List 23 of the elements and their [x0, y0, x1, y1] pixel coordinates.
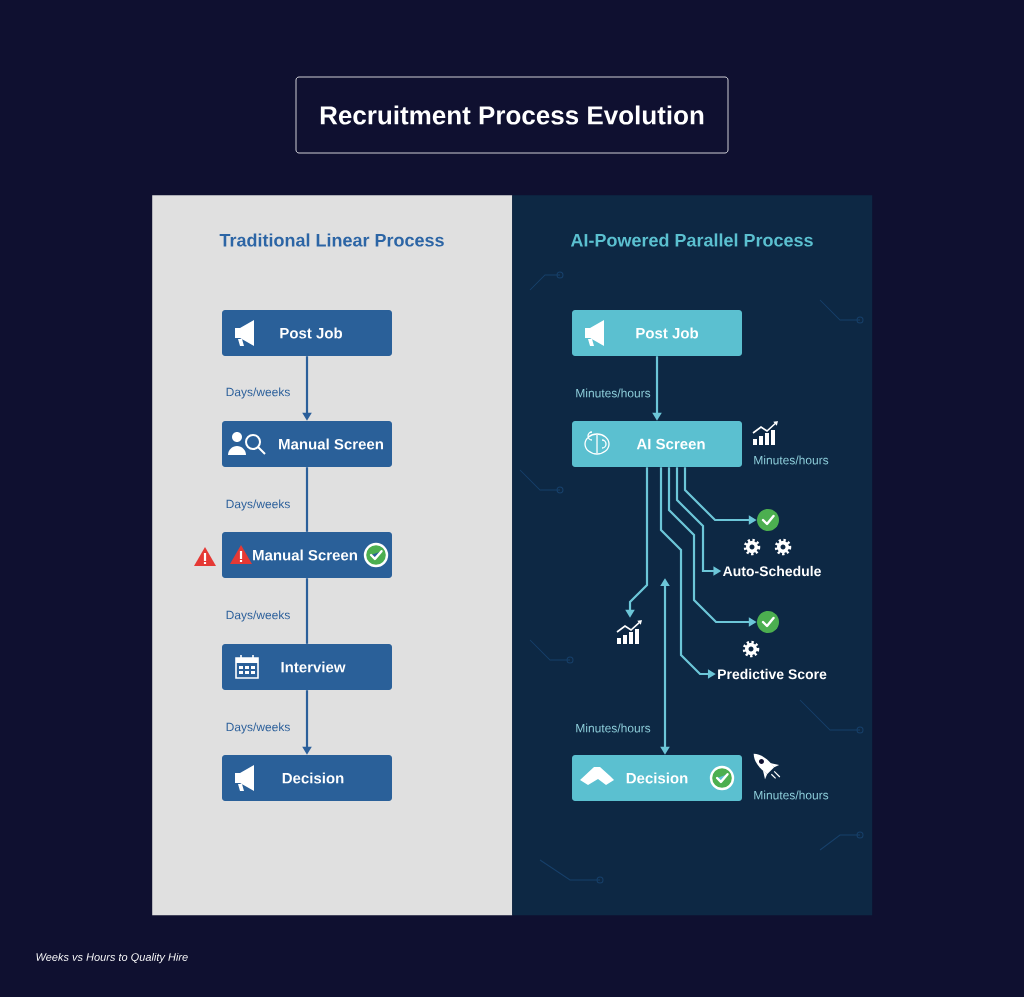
- edge-label: Days/weeks: [226, 722, 290, 734]
- output-label: Auto-Schedule: [722, 565, 821, 577]
- process-box: Manual Screen: [222, 532, 392, 578]
- edge-label: Minutes/hours: [576, 723, 651, 733]
- process-box: Decision: [572, 755, 742, 801]
- chart-icon: [616, 620, 642, 644]
- check-icon: [757, 611, 779, 633]
- process-box: Manual Screen: [222, 421, 392, 467]
- time-label: Minutes/hours: [754, 455, 829, 465]
- process-box: Decision: [222, 755, 392, 801]
- edge-label: Days/weeks: [226, 499, 290, 511]
- process-box: AI Screen: [572, 421, 742, 467]
- title-box: Recruitment Process Evolution: [295, 76, 729, 154]
- check-icon: [757, 509, 779, 531]
- output-label: Predictive Score: [718, 668, 827, 680]
- edge-label: Days/weeks: [226, 387, 290, 399]
- edge-label: Minutes/hours: [576, 388, 651, 398]
- edge-label: Days/weeks: [226, 610, 290, 622]
- process-box: Interview: [222, 644, 392, 690]
- caption: Weeks vs Hours to Quality Hire: [36, 952, 188, 964]
- time-label: Minutes/hours: [754, 790, 829, 800]
- process-box: Post Job: [222, 310, 392, 356]
- process-box: Post Job: [572, 310, 742, 356]
